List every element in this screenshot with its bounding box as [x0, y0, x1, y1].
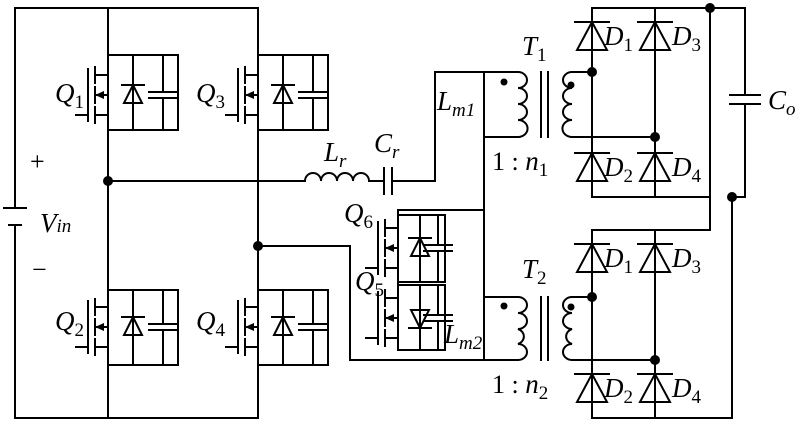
- label-cr: Cr: [374, 128, 400, 163]
- transformer-t1: [482, 70, 656, 139]
- label-d3-top: D3: [671, 21, 701, 56]
- polarity-plus: +: [30, 147, 45, 176]
- label-q3: Q3: [196, 78, 225, 113]
- output-stage: [705, 3, 761, 419]
- label-ratio-1: 1 : n1: [492, 146, 548, 181]
- label-d2-top: D2: [603, 152, 633, 187]
- label-d1-bottom: D1: [603, 243, 633, 278]
- label-lm1: Lm1: [436, 86, 475, 121]
- label-q4: Q4: [196, 306, 226, 341]
- label-t1: T1: [522, 31, 547, 66]
- switch-q3: [225, 54, 329, 131]
- label-lr: Lr: [323, 137, 347, 172]
- transformer-t2: [483, 295, 656, 362]
- label-q1: Q1: [55, 78, 84, 113]
- label-q2: Q2: [55, 306, 84, 341]
- labels: + − Vin Q1 Q3 Q2 Q4 Q6 Q5 Lr Cr Lm1 Lm2 …: [30, 21, 796, 408]
- label-d4-bottom: D4: [671, 373, 702, 408]
- switch-q4: [225, 289, 329, 366]
- polarity-minus: −: [32, 255, 47, 284]
- label-t2: T2: [522, 254, 547, 289]
- label-d3-bottom: D3: [671, 243, 701, 278]
- label-lm2: Lm2: [443, 319, 483, 354]
- label-d1-top: D1: [603, 21, 633, 56]
- label-q6: Q6: [344, 198, 373, 233]
- label-ratio-2: 1 : n2: [492, 369, 548, 404]
- rectifier-1: [574, 7, 711, 198]
- label-q5: Q5: [355, 266, 384, 301]
- label-d2-bottom: D2: [603, 373, 633, 408]
- label-co: Co: [768, 85, 796, 120]
- resonant-tank: [103, 71, 485, 195]
- switch-q2: [75, 289, 179, 366]
- label-d4-top: D4: [671, 152, 702, 187]
- aux-switch-network: [253, 71, 485, 361]
- label-vin: Vin: [40, 208, 71, 238]
- dc-source: [3, 7, 259, 419]
- rectifier-2: [574, 229, 733, 419]
- switch-q1: [75, 54, 179, 131]
